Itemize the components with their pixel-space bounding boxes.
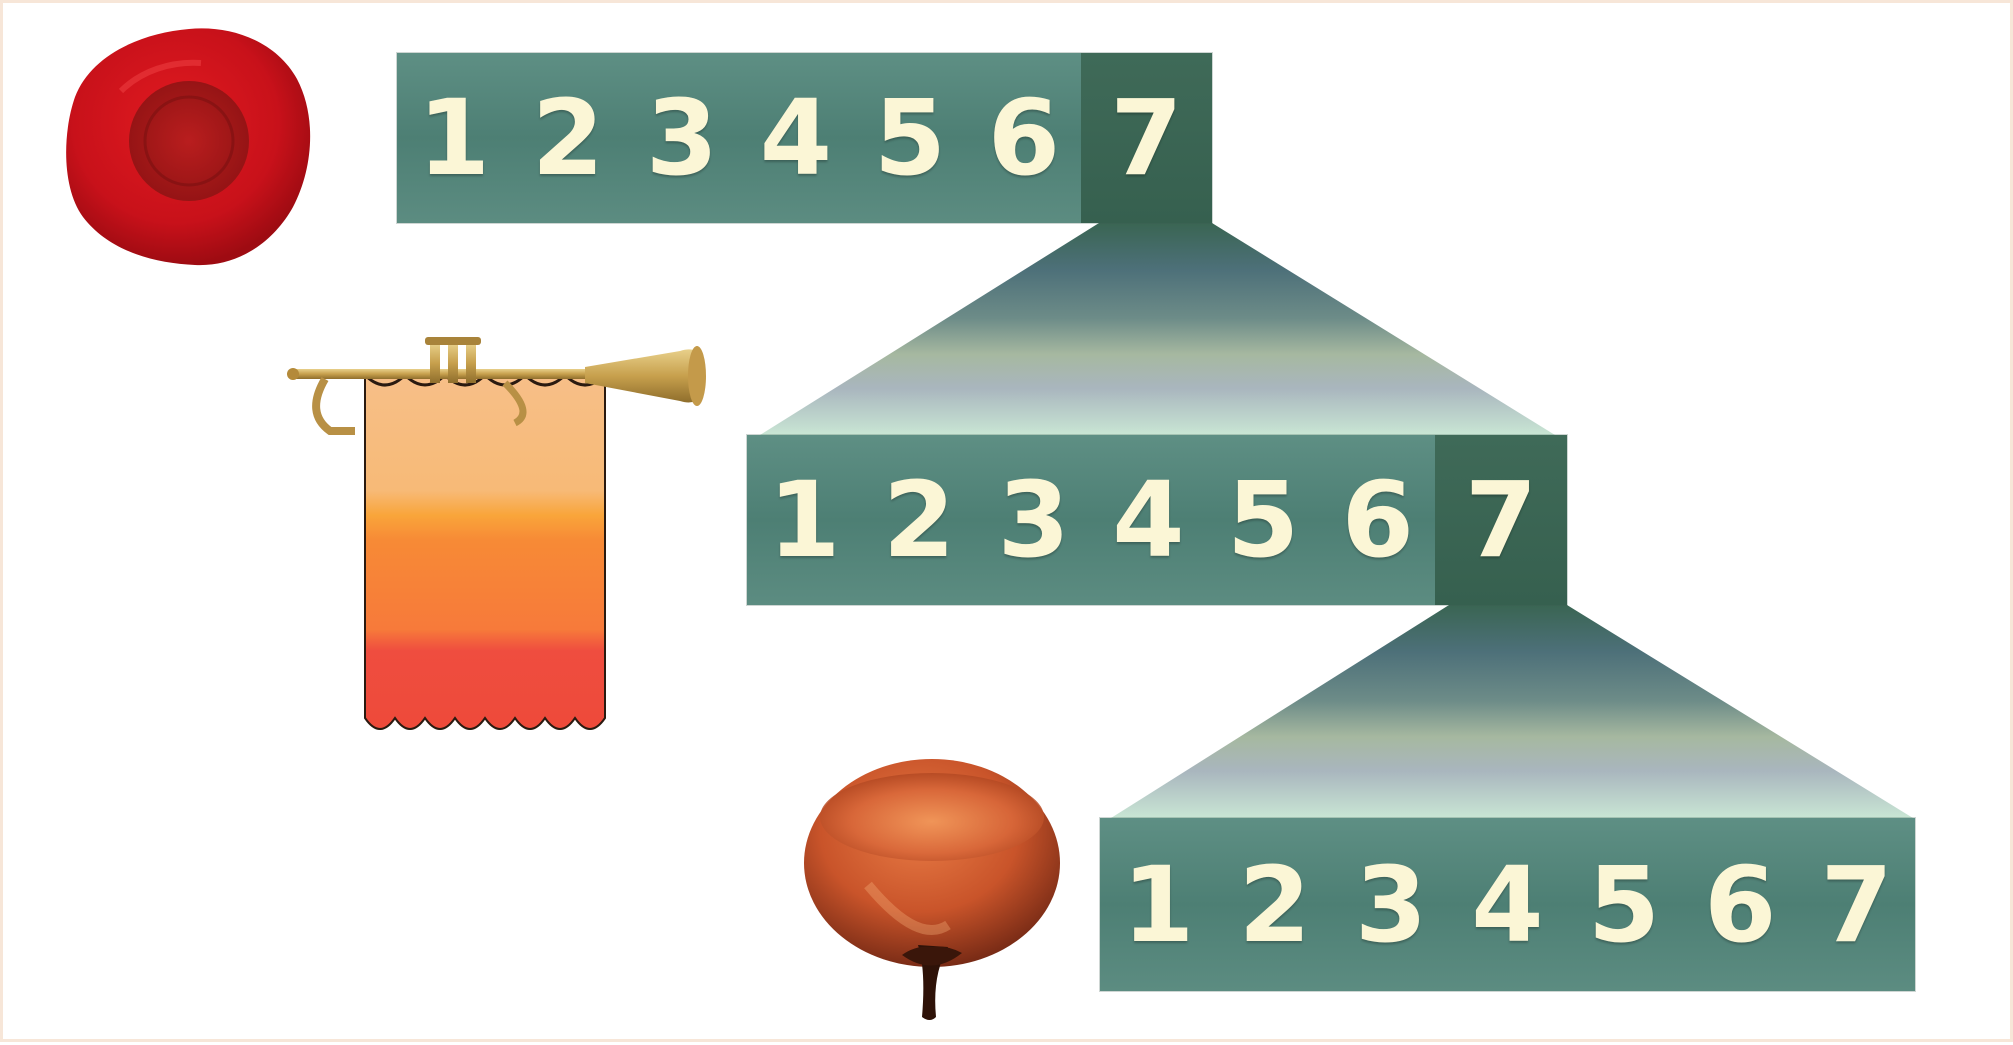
expansion-connector-1	[760, 223, 1555, 435]
cell-1: 1	[747, 435, 862, 605]
cell-7: 7	[1081, 53, 1212, 223]
cell-1: 1	[397, 53, 511, 223]
cell-7: 7	[1799, 818, 1915, 991]
number-row-1: 1 2 3 4 5 6 7	[397, 53, 1212, 223]
number-row-2: 1 2 3 4 5 6 7	[747, 435, 1567, 605]
cell-3: 3	[976, 435, 1091, 605]
cell-3: 3	[625, 53, 739, 223]
cell-6: 6	[1320, 435, 1435, 605]
cell-7: 7	[1435, 435, 1567, 605]
cell-4: 4	[739, 53, 853, 223]
wax-seal-icon	[61, 21, 319, 271]
expansion-connector-2	[1111, 605, 1913, 818]
bowl-icon	[798, 755, 1068, 1027]
cell-3: 3	[1333, 818, 1449, 991]
cell-6: 6	[967, 53, 1081, 223]
cell-2: 2	[511, 53, 625, 223]
number-row-3: 1 2 3 4 5 6 7	[1100, 818, 1915, 991]
cell-5: 5	[1566, 818, 1682, 991]
trumpet-banner-icon	[285, 323, 713, 738]
cell-6: 6	[1682, 818, 1798, 991]
cell-2: 2	[862, 435, 977, 605]
cell-4: 4	[1091, 435, 1206, 605]
cell-4: 4	[1449, 818, 1565, 991]
cell-5: 5	[1206, 435, 1321, 605]
cell-1: 1	[1100, 818, 1216, 991]
cell-5: 5	[853, 53, 967, 223]
cell-2: 2	[1216, 818, 1332, 991]
